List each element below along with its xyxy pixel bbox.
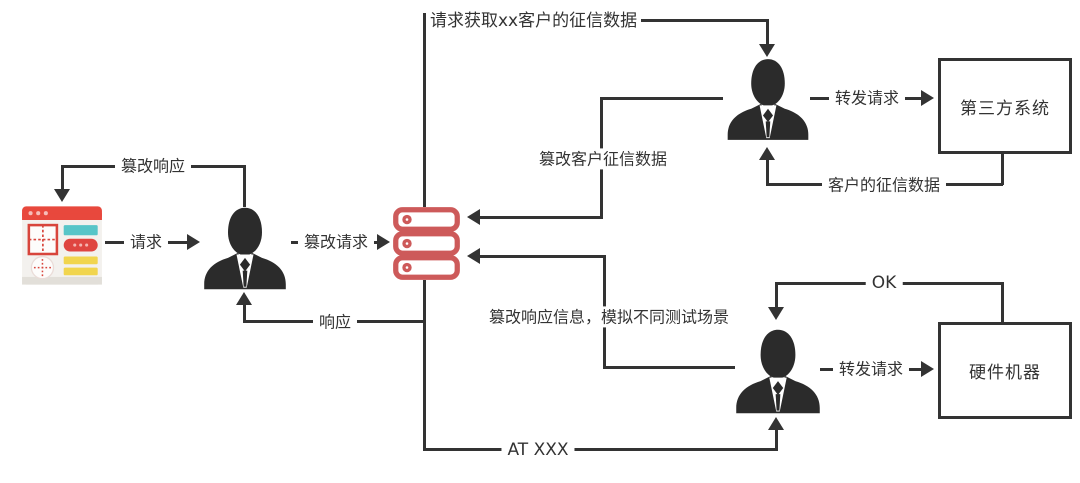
edge-ok-arrowhead [768,307,784,320]
third-party-system-label: 第三方系统 [960,98,1050,119]
edge-top-request-segment [423,13,426,207]
label-request: 请求 [123,231,169,253]
edge-tamper-response-arrowhead [54,189,70,202]
label-tamper-request: 篡改请求 [297,231,375,253]
edge-customer-credit-segment [1001,147,1004,185]
edge-top-request-arrowhead [759,44,775,57]
edge-forward-request-top-arrowhead [921,90,934,106]
edge-tamper-customer-credit-arrowhead [467,209,480,225]
proxy-server-icon [389,206,464,281]
edge-tamper-response-segment [243,165,246,207]
client-app-window-icon [19,203,105,288]
edge-tamper-customer-credit-segment [601,97,723,100]
edge-at-xxx-segment [775,429,778,450]
edge-tamper-request-arrowhead [377,234,390,250]
label-forward-request-top: 转发请求 [828,87,906,109]
edge-forward-request-bottom-arrowhead [921,361,934,377]
edge-at-xxx-segment [423,448,778,451]
label-tamper-customer-credit: 篡改客户征信数据 [532,148,674,170]
edge-tamper-response-segment [61,165,64,191]
edge-at-xxx-segment [423,280,426,451]
edge-top-request-segment [766,19,769,46]
edge-tamper-response-info-segment [603,366,735,369]
edge-top-request-segment [620,19,768,22]
edge-tamper-response-info-arrowhead [467,248,480,264]
edge-at-xxx-arrowhead [768,417,784,430]
third-party-operator-person-icon [726,57,810,142]
label-forward-request-bottom: 转发请求 [832,358,910,380]
hardware-machine-box: 硬件机器 [938,322,1072,419]
label-top-request: 请求获取xx客户的征信数据 [428,9,642,33]
edge-tamper-response-info-segment [479,255,606,258]
label-customer-credit-data: 客户的征信数据 [821,174,947,196]
label-tamper-response: 篡改响应 [114,155,192,177]
edge-ok-segment [1001,282,1004,323]
edge-customer-credit-arrowhead [759,147,775,160]
label-at-xxx: AT XXX [501,438,575,462]
edge-tamper-customer-credit-segment [479,216,602,219]
label-response: 响应 [312,311,358,333]
edge-response-arrowhead [236,292,252,305]
edge-response-segment [243,303,246,322]
label-ok: OK [865,271,903,295]
third-party-system-box: 第三方系统 [938,58,1072,154]
mitm-tester-person-icon [199,206,291,291]
label-tamper-response-info: 篡改响应信息，模拟不同测试场景 [482,306,736,328]
edge-customer-credit-segment [766,159,769,185]
hardware-machine-label: 硬件机器 [969,363,1041,383]
edge-ok-segment [775,282,778,308]
hardware-operator-person-icon [734,328,822,415]
edge-request-arrowhead [187,234,200,250]
